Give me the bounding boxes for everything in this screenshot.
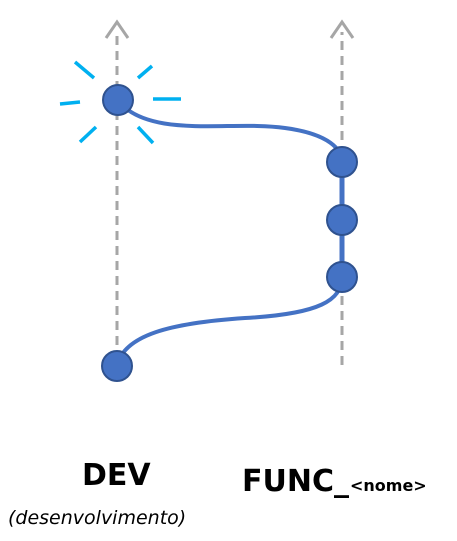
- dev-axis: [104, 19, 130, 360]
- sparkle-rays-icon: [59, 60, 181, 145]
- dev-commit-node: [101, 350, 133, 382]
- branch-connector: [115, 276, 344, 366]
- func-branch-prefix: FUNC_: [242, 464, 349, 499]
- func-branch-suffix: <nome>: [349, 476, 427, 495]
- dev-commit-node: [102, 84, 134, 116]
- merge-connector: [115, 98, 344, 163]
- func-commit-node: [326, 261, 358, 293]
- func-branch-label: FUNC_<nome>: [242, 464, 427, 499]
- arrow-up-icon: [329, 19, 355, 39]
- arrow-up-icon: [104, 19, 130, 39]
- dev-branch-label: DEV: [82, 458, 151, 493]
- dev-branch-sublabel: (desenvolvimento): [8, 507, 187, 529]
- func-commit-node: [326, 204, 358, 236]
- func-commit-node: [326, 146, 358, 178]
